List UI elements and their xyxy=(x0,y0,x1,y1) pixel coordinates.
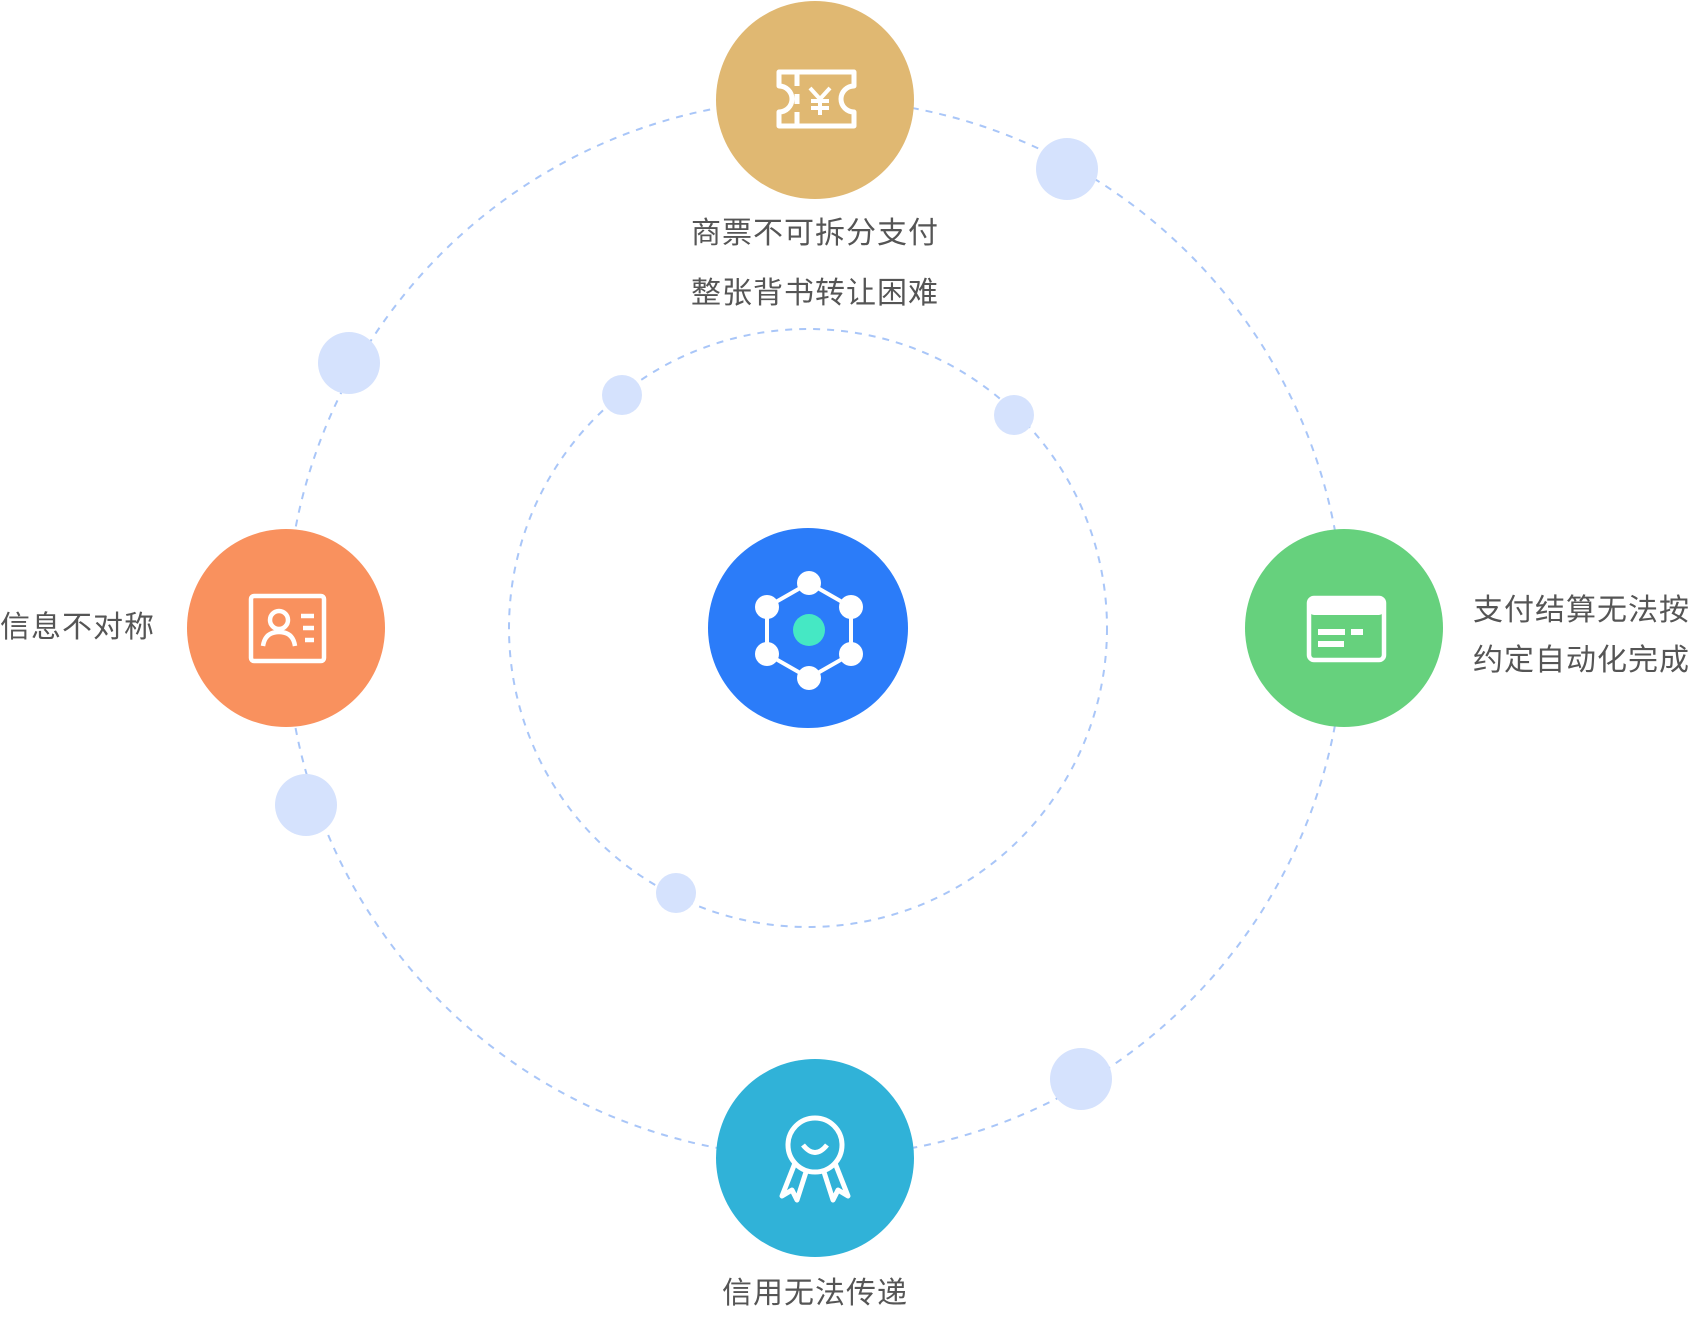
label-left: 信息不对称 xyxy=(0,598,155,658)
node-top xyxy=(716,1,914,199)
node-bottom xyxy=(716,1059,914,1257)
label-right-line-1: 支付结算无法按 xyxy=(1473,593,1690,628)
node-center xyxy=(708,528,908,728)
orbit-dot xyxy=(656,873,696,913)
orbit-dot xyxy=(994,395,1034,435)
label-top-line-1: 商票不可拆分支付 xyxy=(691,216,939,251)
id-card-icon xyxy=(248,593,327,664)
node-right xyxy=(1245,529,1443,727)
label-bottom-line-1: 信用无法传递 xyxy=(722,1276,908,1311)
label-bottom: 信用无法传递 xyxy=(722,1264,908,1324)
orbit-dot xyxy=(275,774,337,836)
node-left xyxy=(187,529,385,727)
bank-card-icon xyxy=(1306,595,1387,663)
label-top-line-2: 整张背书转让困难 xyxy=(691,276,939,311)
orbit-dot xyxy=(318,332,380,394)
ticket-yuan-icon xyxy=(776,69,857,129)
label-right: 支付结算无法按 约定自动化完成 xyxy=(1473,586,1690,686)
award-badge-icon xyxy=(779,1115,851,1203)
inner-ring xyxy=(508,328,1108,928)
label-right-line-2: 约定自动化完成 xyxy=(1473,643,1690,678)
label-top: 商票不可拆分支付 整张背书转让困难 xyxy=(691,204,939,324)
label-left-line-1: 信息不对称 xyxy=(0,610,155,645)
orbit-dot xyxy=(1036,138,1098,200)
orbit-dot xyxy=(602,375,642,415)
orbit-dot xyxy=(1050,1048,1112,1110)
blockchain-network-icon xyxy=(755,571,863,690)
